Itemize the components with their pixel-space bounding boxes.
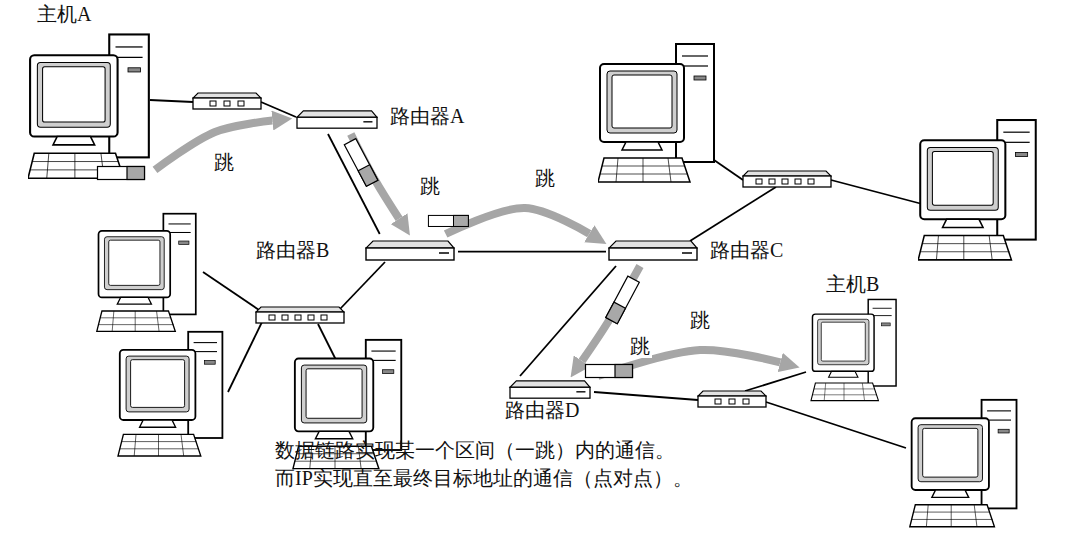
packet-icons — [98, 167, 145, 180]
network-cables — [766, 402, 906, 448]
network-cables — [340, 262, 385, 309]
host-node: 主机A — [25, 2, 155, 195]
network-cables — [690, 187, 776, 241]
network-cables — [831, 180, 926, 205]
network-cables — [594, 392, 698, 400]
computer-icons — [918, 120, 1036, 260]
computer-icons — [28, 34, 1036, 526]
node-label: 路由器B — [256, 238, 329, 262]
router-icons — [609, 241, 697, 260]
computer-icons — [97, 214, 196, 332]
network-cables — [318, 324, 336, 360]
router-icons — [297, 111, 377, 128]
network-cables — [150, 100, 926, 448]
router-icons — [297, 111, 697, 398]
hop-label: 跳 — [628, 334, 652, 358]
router-node: 路由器D — [500, 376, 600, 424]
packet-icons — [606, 276, 640, 324]
caption-line: 数据链路实现某一个区间（一跳）内的通信。 — [275, 438, 675, 462]
computer-icons — [118, 332, 222, 456]
router-icons — [366, 241, 454, 260]
hub-icons — [698, 391, 766, 407]
router-node: 路由器A — [290, 100, 480, 134]
network-cables — [203, 272, 262, 312]
hop-label: 跳 — [688, 308, 712, 332]
network-cable — [328, 134, 380, 234]
node-label: 主机A — [37, 2, 91, 26]
network-cables — [714, 160, 743, 180]
network-cable — [458, 251, 606, 253]
computer-icons — [910, 400, 1017, 527]
router-node: 路由器C — [606, 234, 806, 266]
host-node: 主机B — [798, 270, 913, 410]
computer-icons — [811, 299, 896, 400]
packet-icons — [586, 365, 633, 378]
hop-label: 跳 — [212, 150, 236, 174]
hub-icons — [193, 93, 831, 407]
computer-icons — [598, 44, 714, 182]
caption-line: 而IP实现直至最终目标地址的通信（点对点）。 — [275, 466, 693, 490]
network-cables — [261, 102, 296, 117]
network-cables — [745, 372, 806, 391]
node-label: 路由器D — [505, 398, 579, 422]
hop-label: 跳 — [533, 166, 557, 190]
hub-icons — [193, 93, 261, 109]
network-cables — [228, 322, 262, 392]
packet-icons — [344, 139, 378, 187]
node-label: 路由器A — [390, 104, 464, 128]
packet-icons — [428, 215, 468, 226]
hub-icons — [256, 307, 344, 323]
hop-label: 跳 — [418, 174, 442, 198]
network-cables — [150, 100, 193, 102]
node-label: 主机B — [826, 272, 879, 296]
node-label: 路由器C — [710, 238, 783, 262]
router-icons — [510, 381, 590, 398]
hub-icons — [743, 171, 831, 187]
network-cable — [520, 266, 616, 376]
computer-icons — [28, 34, 149, 178]
router-node: 路由器B — [252, 234, 458, 266]
